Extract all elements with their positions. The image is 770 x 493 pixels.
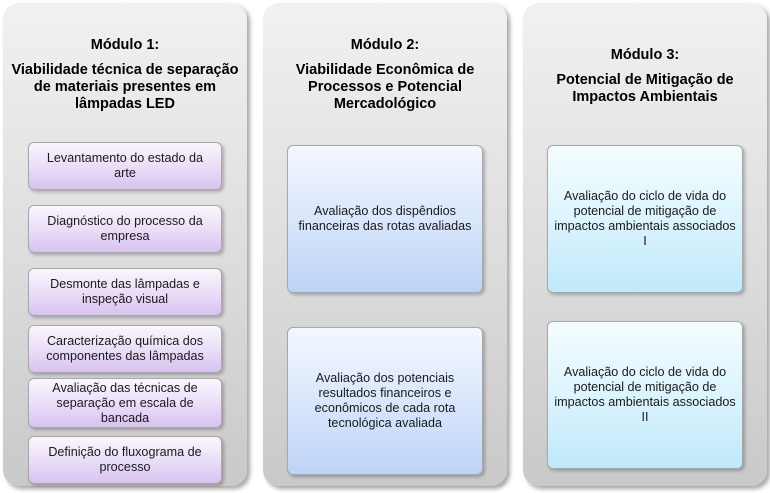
module-1-step-4: Caracterização química dos componentes d… [28,325,222,373]
module-1-step-3: Desmonte das lâmpadas e inspeção visual [28,268,222,316]
module-3-panel: Módulo 3: Potencial de Mitigação de Impa… [523,3,767,486]
module-1-step-5: Avaliação das técnicas de separação em e… [28,378,222,428]
module-3-step-2: Avaliação do ciclo de vida do potencial … [547,321,743,469]
module-3-subtitle: Potencial de Mitigação de Impactos Ambie… [556,72,734,105]
module-3-title: Módulo 3: [610,47,680,63]
module-1-step-1: Levantamento do estado da arte [28,142,222,190]
module-3-header: Módulo 3: Potencial de Mitigação de Impa… [529,47,761,106]
module-1-subtitle: Viabilidade técnica de separação de mate… [11,62,239,112]
module-2-panel: Módulo 2: Viabilidade Econômica de Proce… [263,3,507,486]
module-1-step-6: Definição do fluxograma de processo [28,436,222,484]
module-2-subtitle: Viabilidade Econômica de Processos e Pot… [295,62,475,112]
module-2-title: Módulo 2: [350,37,420,53]
module-1-panel: Módulo 1: Viabilidade técnica de separaç… [3,3,247,486]
module-1-step-2: Diagnóstico do processo da empresa [28,205,222,253]
module-2-header: Módulo 2: Viabilidade Econômica de Proce… [269,37,501,113]
module-2-step-1: Avaliação dos dispêndios financeiras das… [287,145,483,293]
module-2-step-2: Avaliação dos potenciais resultados fina… [287,327,483,475]
module-1-header: Módulo 1: Viabilidade técnica de separaç… [9,37,241,113]
module-3-step-1: Avaliação do ciclo de vida do potencial … [547,145,743,293]
module-1-title: Módulo 1: [90,37,160,53]
